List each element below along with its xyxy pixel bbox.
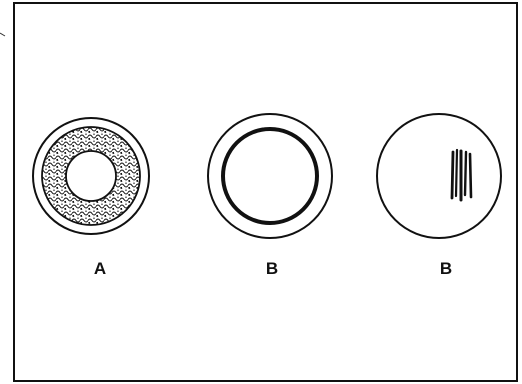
panel-a-diagram: [33, 118, 149, 234]
panel-a-inner-hole: [66, 151, 116, 201]
panel-b1-label: B: [266, 259, 278, 278]
panel-b2-label: B: [440, 259, 452, 278]
panel-b2-diagram: [377, 114, 501, 238]
panel-a-label: A: [94, 259, 106, 278]
panel-b1-diagram: [208, 114, 332, 238]
corner-mark: [0, 33, 5, 36]
panel-b1-inner-thick-ring: [223, 129, 317, 223]
panel-b2-outer-circle: [377, 114, 501, 238]
